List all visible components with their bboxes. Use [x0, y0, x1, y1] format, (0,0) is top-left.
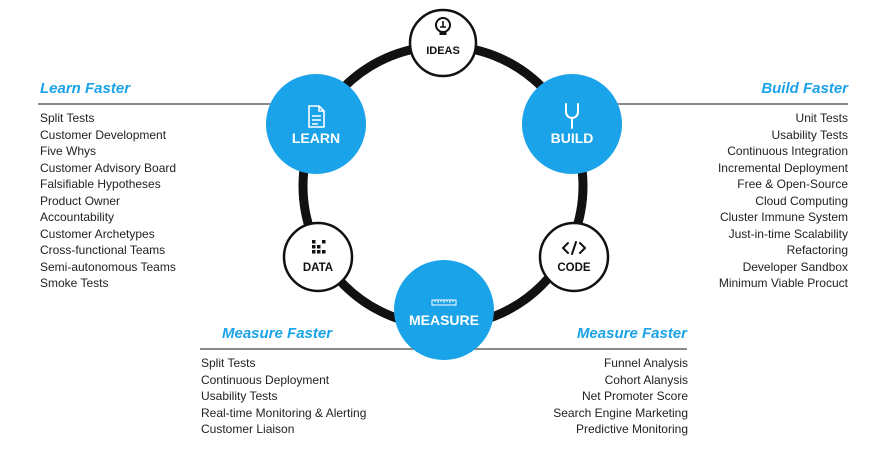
list-item: Cluster Immune System: [719, 210, 848, 224]
build-faster-title: Build Faster: [761, 80, 848, 97]
list-item: Continuous Deployment: [201, 372, 330, 387]
grid-icon: [312, 240, 326, 254]
list-item: Smoke Tests: [40, 276, 109, 290]
code-node: CODE: [538, 221, 610, 293]
build-faster-list: Unit Tests Usability Tests Continuous In…: [718, 110, 848, 292]
build-node: BUILD: [522, 74, 622, 174]
list-item: Customer Advisory Board: [40, 160, 177, 175]
data-label: DATA: [303, 262, 333, 274]
list-item: Search Engine Marketing: [553, 405, 688, 420]
list-item: Predictive Monitoring: [575, 422, 688, 436]
list-item: Usability Tests: [201, 389, 278, 403]
learn-label: LEARN: [292, 130, 340, 146]
ruler-icon: [431, 299, 457, 306]
measure-left-rule: [200, 348, 430, 350]
list-item: Real-time Monitoring & Alerting: [201, 405, 367, 420]
measure-faster-left-list: Split Tests Continuous Deployment Usabil…: [201, 355, 366, 438]
list-item: Cohort Alanysis: [604, 372, 688, 387]
data-node: DATA: [282, 221, 354, 293]
list-item: Split Tests: [201, 356, 256, 370]
build-rule: [580, 103, 848, 105]
list-item: Cross-functional Teams: [40, 243, 166, 257]
measure-right-rule: [455, 348, 687, 350]
measure-faster-left-title: Measure Faster: [222, 325, 333, 342]
list-item: Semi-autonomous Teams: [40, 259, 176, 274]
learn-faster-list: Split Tests Customer Development Five Wh…: [40, 110, 176, 292]
list-item: Product Owner: [40, 193, 121, 208]
learn-faster-title: Learn Faster: [40, 80, 131, 97]
measure-node: MEASURE: [394, 260, 494, 360]
code-label: CODE: [557, 262, 591, 274]
list-item: Five Whys: [40, 144, 97, 158]
measure-faster-right-list: Funnel Analysis Cohort Alanysis Net Prom…: [553, 355, 688, 438]
list-item: Refactoring: [786, 243, 848, 257]
measure-faster-right-title: Measure Faster: [576, 325, 687, 342]
list-item: Customer Development: [40, 127, 167, 142]
ideas-node: IDEAS: [408, 8, 478, 78]
wrench-icon: [565, 103, 579, 129]
list-item: Funnel Analysis: [603, 356, 688, 370]
list-item: Customer Liaison: [201, 422, 295, 436]
list-item: Incremental Deployment: [717, 160, 848, 175]
list-item: Cloud Computing: [755, 193, 848, 208]
list-item: Just-in-time Scalability: [728, 226, 848, 241]
list-item: Minimum Viable Procuct: [718, 276, 848, 290]
list-item: Free & Open-Source: [737, 177, 848, 191]
list-item: Unit Tests: [795, 111, 848, 125]
measure-label: MEASURE: [409, 312, 479, 328]
list-item: Net Promoter Score: [581, 389, 688, 403]
build-label: BUILD: [551, 130, 594, 146]
list-item: Usability Tests: [771, 127, 848, 142]
list-item: Developer Sandbox: [742, 259, 848, 274]
document-icon: [308, 105, 325, 128]
learn-node: LEARN: [266, 74, 366, 174]
list-item: Continuous Integration: [727, 144, 848, 158]
list-item: Falsifiable Hypotheses: [40, 177, 161, 191]
ideas-label: IDEAS: [426, 45, 460, 57]
learn-rule: [38, 103, 306, 105]
list-item: Accountability: [40, 210, 115, 224]
lightbulb-icon: [435, 17, 451, 35]
list-item: Split Tests: [40, 111, 95, 125]
list-item: Customer Archetypes: [40, 226, 155, 241]
code-brackets-icon: [562, 241, 586, 255]
